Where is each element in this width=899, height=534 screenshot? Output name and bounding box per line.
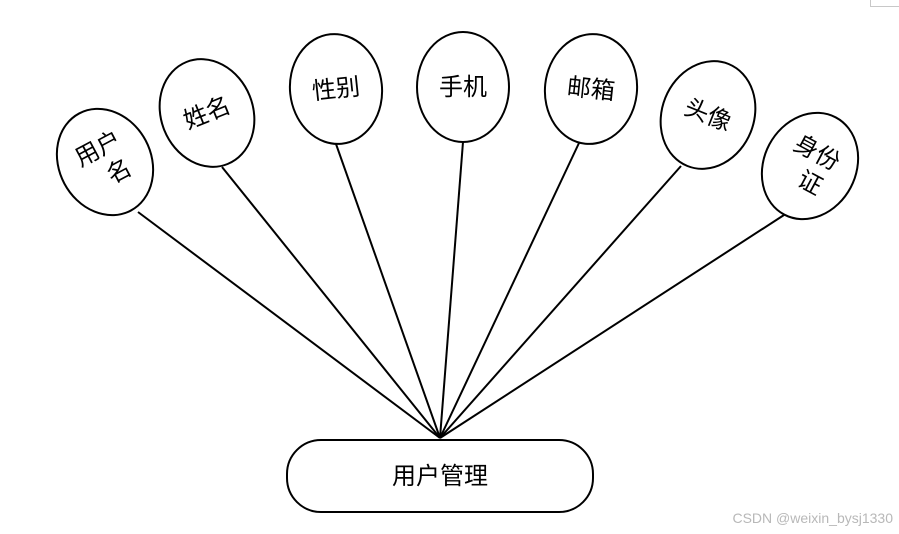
connector-line-email <box>439 142 580 439</box>
attribute-ellipse-name <box>158 58 256 168</box>
connector-line-gender <box>335 143 441 439</box>
attribute-email: 邮箱 <box>543 33 639 145</box>
connector-line-name <box>221 166 441 439</box>
attribute-ellipse-username <box>55 107 155 217</box>
entity-box <box>286 439 594 513</box>
corner-mark <box>870 0 899 7</box>
attribute-id-card: 身份证 <box>760 111 860 221</box>
connector-line-id-card <box>439 214 785 439</box>
attribute-ellipse-avatar <box>659 60 757 170</box>
attribute-ellipse-id-card <box>760 111 860 221</box>
attribute-label-email: 邮箱 <box>566 73 617 106</box>
connector-line-username <box>137 211 441 439</box>
connector-lines <box>137 141 785 439</box>
attribute-ellipse-phone <box>416 31 510 143</box>
attribute-gender: 性别 <box>288 33 384 145</box>
entity-label: 用户管理 <box>392 462 488 490</box>
attribute-username: 用户名 <box>55 107 155 217</box>
connector-line-phone <box>439 141 464 439</box>
attribute-label-phone: 手机 <box>439 73 487 101</box>
connector-line-avatar <box>439 165 682 439</box>
attribute-ellipse-email <box>543 33 639 145</box>
entity: 用户管理 <box>286 439 594 513</box>
attribute-label-gender: 性别 <box>311 73 362 106</box>
attribute-phone: 手机 <box>416 31 510 143</box>
watermark: CSDN @weixin_bysj1330 <box>732 510 893 526</box>
attribute-name: 姓名 <box>158 58 256 168</box>
attribute-avatar: 头像 <box>659 60 757 170</box>
